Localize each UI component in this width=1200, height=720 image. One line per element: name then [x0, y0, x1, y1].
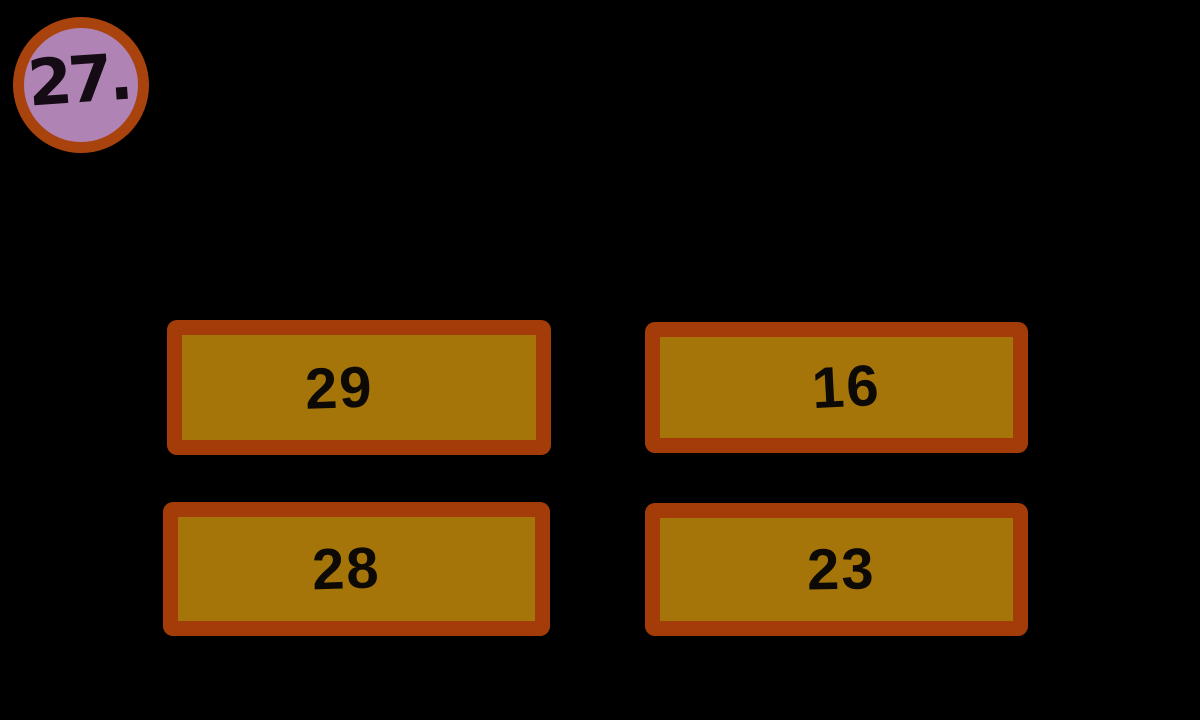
answer-button-2[interactable]: 16 [645, 322, 1028, 453]
question-number-badge: 27. [13, 17, 149, 153]
question-number-label: 27. [25, 40, 132, 122]
answer-label-2: 16 [810, 352, 883, 421]
answer-label-3: 28 [311, 535, 382, 603]
answer-label-4: 23 [806, 535, 877, 603]
answer-button-3[interactable]: 28 [163, 502, 550, 636]
answer-button-1[interactable]: 29 [167, 320, 551, 455]
answer-label-1: 29 [303, 354, 375, 422]
answer-button-4[interactable]: 23 [645, 503, 1028, 636]
